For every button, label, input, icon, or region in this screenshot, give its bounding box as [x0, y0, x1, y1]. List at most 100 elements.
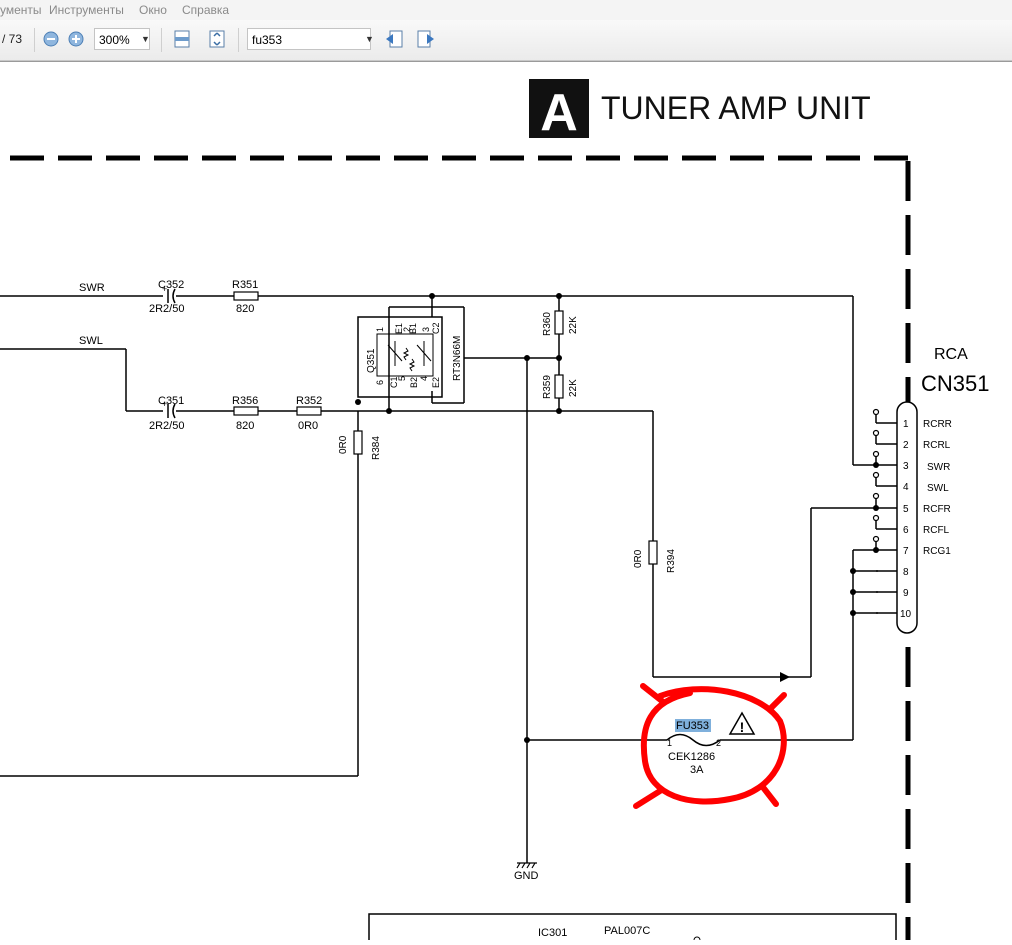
junction-dots — [355, 293, 879, 743]
pin-label: RCG1 — [923, 546, 951, 557]
zoom-dropdown-arrow-icon[interactable]: ▼ — [141, 34, 150, 44]
section-letter-box — [529, 79, 589, 138]
c351-value: 2R2/50 — [149, 420, 184, 432]
pin-terminals — [872, 408, 880, 543]
pin-number: 3 — [903, 461, 909, 472]
c352-value: 2R2/50 — [149, 303, 184, 315]
pin-label: RCFL — [923, 525, 950, 536]
pin-number: 1 — [903, 419, 909, 430]
fu353-pin2: 2 — [716, 738, 721, 748]
r384-value: 0R0 — [338, 435, 349, 454]
pin-number: 5 — [903, 504, 909, 515]
pin-number: 9 — [903, 588, 909, 599]
q351-pin: C2 — [431, 322, 441, 334]
pin-label: RCRL — [923, 440, 951, 451]
zoom-in-icon[interactable] — [68, 31, 84, 47]
menu-item-window[interactable]: Окно — [139, 3, 167, 17]
red-annotation-circle — [640, 686, 787, 805]
r394-ref: R394 — [666, 549, 677, 573]
red-annotation-marks — [633, 683, 787, 809]
q351-pin: 4 — [419, 376, 429, 381]
connector-pin-list: 1 RCRR 2 RCRL 3 SWR 4 SWL 5 RCFR 6 RCFL … — [900, 419, 952, 620]
fu353-ref: FU353 — [676, 720, 709, 732]
toolbar-separator — [34, 28, 35, 52]
section-title: TUNER AMP UNIT — [601, 90, 871, 126]
c352-ref: C352 — [158, 279, 184, 291]
schematic-drawing: A TUNER AMP UNIT — [0, 79, 989, 945]
page-total: / 73 — [2, 32, 23, 46]
q351-pin: B2 — [409, 377, 419, 388]
menu-item-documents[interactable]: ументы — [0, 3, 42, 17]
ic301-ref: IC301 — [538, 927, 567, 939]
r359-ref: R359 — [542, 375, 553, 399]
net-label-swl: SWL — [79, 335, 103, 347]
gnd-label: GND — [514, 870, 539, 882]
q351-pin: 6 — [375, 380, 385, 385]
connector-type: RCA — [934, 346, 968, 363]
pin-number: 2 — [903, 440, 909, 451]
r352-ref: R352 — [296, 395, 322, 407]
section-letter: A — [540, 84, 578, 142]
connector-ref: CN351 — [921, 371, 989, 396]
pin-label: RCFR — [923, 504, 951, 515]
fit-page-icon[interactable] — [207, 29, 227, 49]
resistor-symbols — [233, 291, 658, 565]
document-viewport[interactable]: A TUNER AMP UNIT — [0, 61, 1012, 945]
transistor-internals — [376, 333, 434, 377]
net-label-swr: SWR — [79, 282, 105, 294]
search-dropdown-arrow-icon[interactable]: ▼ — [365, 34, 374, 44]
pin-number: 7 — [903, 546, 909, 557]
fit-width-icon[interactable] — [172, 29, 192, 49]
find-next-icon[interactable] — [416, 29, 436, 49]
menu-item-tools[interactable]: Инструменты — [49, 3, 124, 17]
r360-ref: R360 — [542, 312, 553, 336]
search-highlight — [675, 719, 711, 732]
q351-pin: E1 — [394, 323, 404, 334]
r352-value: 0R0 — [298, 420, 318, 432]
pin-label: SWR — [927, 462, 950, 473]
pin-number: 4 — [903, 482, 909, 493]
r351-value: 820 — [236, 303, 254, 315]
fuse-symbol — [666, 733, 721, 747]
q351-pin: E2 — [431, 377, 441, 388]
r351-ref: R351 — [232, 279, 258, 291]
r356-value: 820 — [236, 420, 254, 432]
menu-item-help[interactable]: Справка — [182, 3, 230, 17]
r384-ref: R384 — [371, 436, 382, 460]
ic301-part: PAL007C — [604, 925, 650, 937]
toolbar: / 73 300% ▼ fu353 ▼ — [0, 20, 1012, 61]
capacitor-symbols — [167, 288, 176, 419]
r394-value: 0R0 — [633, 549, 644, 568]
q351-pin: 5 — [397, 376, 407, 381]
zoom-input[interactable]: 300% — [94, 28, 150, 50]
pin-label: RCRR — [923, 419, 952, 430]
search-input[interactable]: fu353 — [247, 28, 371, 50]
q351-pin: B1 — [408, 323, 418, 334]
fu353-pin1: 1 — [667, 738, 672, 748]
r359-value: 22K — [568, 379, 579, 397]
warning-icon — [728, 711, 756, 735]
connector-body — [896, 401, 918, 634]
q351-pin: 2 — [402, 327, 412, 332]
zoom-out-icon[interactable] — [43, 31, 59, 47]
q351-part: RT3N66M — [452, 336, 463, 381]
warning-mark: ! — [740, 719, 745, 735]
toolbar-separator — [161, 28, 162, 52]
toolbar-separator — [238, 28, 239, 52]
q351-pin: 1 — [375, 327, 385, 332]
pin-number: 8 — [903, 567, 909, 578]
fu353-rating: 3A — [690, 764, 704, 776]
q351-pin: C1 — [389, 376, 399, 388]
cap-plus-sign: + — [162, 284, 167, 294]
pin-number: 6 — [903, 525, 909, 536]
ground-icon — [516, 862, 537, 869]
pin-label: SWL — [927, 483, 949, 494]
q351-ref: Q351 — [366, 348, 377, 373]
pin-number: 10 — [900, 609, 912, 620]
q351-pin: 3 — [421, 327, 431, 332]
menu-bar: ументы Инструменты Окно Справка — [0, 0, 1012, 21]
find-previous-icon[interactable] — [384, 29, 404, 49]
r360-value: 22K — [568, 316, 579, 334]
wires — [0, 295, 897, 945]
fu353-part: CEK1286 — [668, 751, 715, 763]
